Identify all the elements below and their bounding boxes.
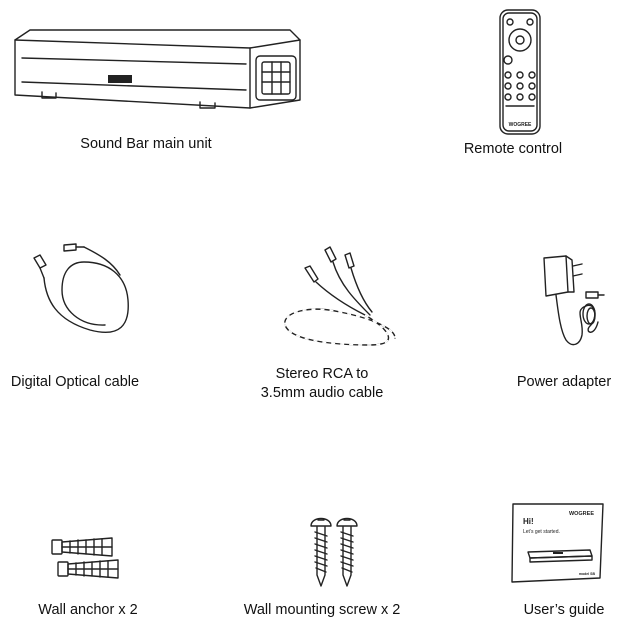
guide-greeting: Hi! [523,517,534,526]
anchor-label: Wall anchor x 2 [38,602,138,618]
guide-brand: WOGREE [569,511,594,517]
optical-label: Digital Optical cable [10,374,140,390]
rca-label-line2: 3.5mm audio cable [260,385,384,401]
remote-logo: WOGREE [509,122,532,128]
rca-label-line1: Stereo RCA to [275,366,369,382]
guide-model: model SB [579,572,596,576]
remote-label: Remote control [463,141,563,157]
adapter-label: Power adapter [516,374,612,390]
soundbar-label: Sound Bar main unit [80,136,212,152]
screw-label: Wall mounting screw x 2 [243,602,401,618]
guide-subtitle: Let’s get started. [523,529,560,535]
guide-label: User’s guide [523,602,605,618]
